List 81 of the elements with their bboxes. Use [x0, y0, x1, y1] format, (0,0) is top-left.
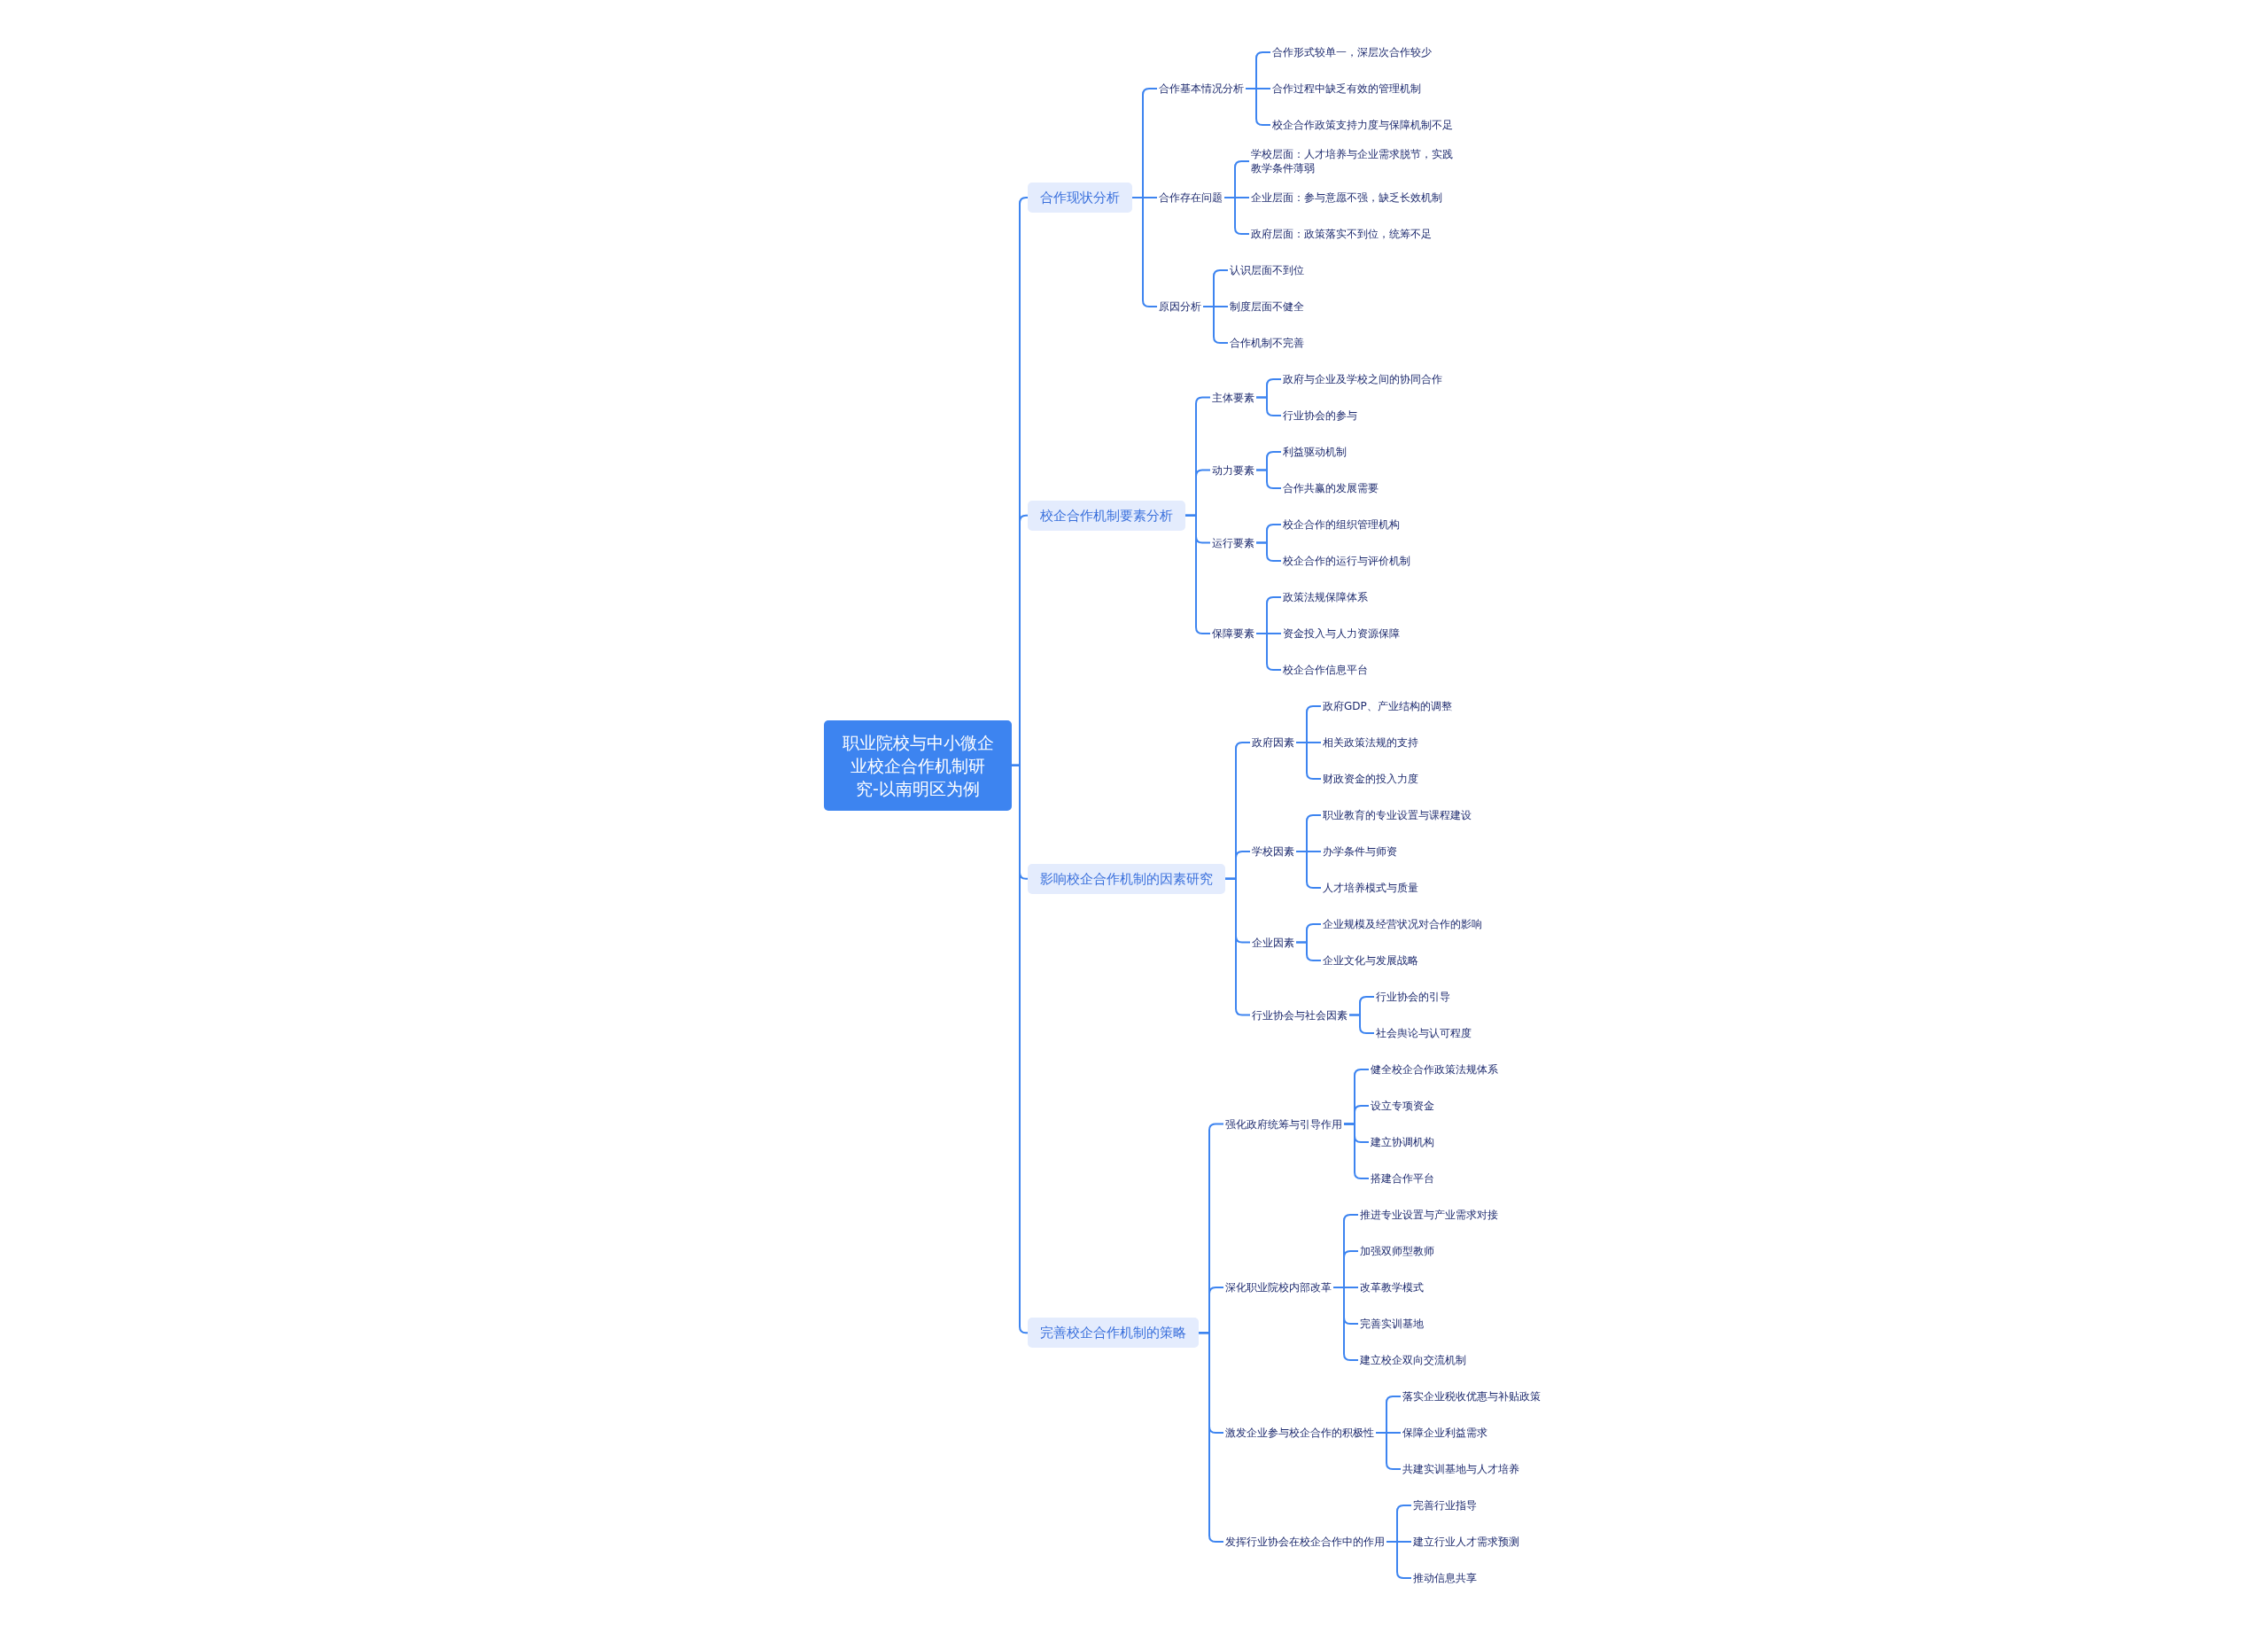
connector-line — [1348, 1014, 1375, 1034]
leaf-topic-label: 行业协会的引导 — [1374, 988, 1452, 1006]
leaf-topic-label: 合作形式较单一，深层次合作较少 — [1270, 43, 1433, 61]
leaf-topic-label: 改革教学模式 — [1358, 1279, 1425, 1296]
leaf-topic-label: 相关政策法规的支持 — [1321, 734, 1420, 751]
subtopic-label: 企业因素 — [1250, 933, 1296, 952]
subtopic-label: 合作基本情况分析 — [1157, 80, 1246, 97]
branch-topic-box: 完善校企合作机制的策略 — [1028, 1318, 1199, 1349]
leaf-topic-label: 共建实训基地与人才培养 — [1401, 1460, 1521, 1478]
leaf-topic-label: 搭建合作平台 — [1369, 1170, 1436, 1187]
connector-line — [1343, 1123, 1370, 1179]
leaf-topic-label: 推动信息共享 — [1411, 1569, 1479, 1587]
leaf-topic-label: 建立行业人才需求预测 — [1411, 1533, 1521, 1551]
connector-line — [1295, 851, 1322, 889]
leaf-topic-label: 财政资金的投入力度 — [1321, 770, 1420, 788]
leaf-topic-label: 政府GDP、产业结构的调整 — [1321, 697, 1454, 715]
leaf-topic-label: 健全校企合作政策法规体系 — [1369, 1061, 1500, 1078]
connector-line — [1131, 197, 1158, 307]
leaf-topic-label: 办学条件与师资 — [1321, 843, 1399, 860]
connector-line — [1255, 541, 1282, 562]
branch-topic-box: 校企合作机制要素分析 — [1028, 500, 1185, 531]
subtopic-label: 运行要素 — [1210, 533, 1256, 552]
leaf-topic-label: 推进专业设置与产业需求对接 — [1358, 1206, 1500, 1224]
leaf-topic-label: 政策法规保障体系 — [1281, 588, 1370, 606]
subtopic-label: 原因分析 — [1157, 298, 1203, 315]
root-topic-box: 职业院校与中小微企业校企合作机制研究-以南明区为例 — [824, 719, 1012, 811]
connector-line — [1295, 941, 1322, 961]
leaf-topic-label: 加强双师型教师 — [1358, 1242, 1436, 1260]
leaf-topic-label: 合作机制不完善 — [1228, 334, 1306, 352]
leaf-topic-label: 利益驱动机制 — [1281, 443, 1348, 461]
connector-line — [1255, 396, 1282, 416]
leaf-topic-label: 政府层面：政策落实不到位，统筹不足 — [1249, 225, 1433, 243]
subtopic-label: 激发企业参与校企合作的积极性 — [1223, 1424, 1376, 1442]
leaf-topic-label: 企业文化与发展战略 — [1321, 952, 1420, 969]
connector-line — [1223, 197, 1250, 235]
branch-topic-box: 影响校企合作机制的因素研究 — [1028, 863, 1225, 894]
leaf-topic-label: 资金投入与人力资源保障 — [1281, 625, 1402, 642]
leaf-topic-label: 合作过程中缺乏有效的管理机制 — [1270, 80, 1423, 97]
leaf-topic-label: 落实企业税收优惠与补贴政策 — [1401, 1388, 1542, 1405]
leaf-topic-label: 企业层面：参与意愿不强，缺乏长效机制 — [1249, 189, 1444, 206]
leaf-topic-label: 人才培养模式与质量 — [1321, 879, 1420, 897]
subtopic-label: 保障要素 — [1210, 625, 1256, 642]
leaf-topic-label: 校企合作的运行与评价机制 — [1281, 552, 1412, 570]
leaf-topic-label: 保障企业利益需求 — [1401, 1424, 1489, 1442]
leaf-topic-label: 完善实训基地 — [1358, 1315, 1425, 1333]
connector-line — [1332, 1287, 1359, 1361]
subtopic-label: 深化职业院校内部改革 — [1223, 1279, 1333, 1296]
leaf-topic-label: 校企合作的组织管理机构 — [1281, 516, 1402, 533]
leaf-topic-label: 设立专项资金 — [1369, 1097, 1436, 1115]
leaf-topic-label: 学校层面：人才培养与企业需求脱节，实践教学条件薄弱 — [1249, 145, 1455, 177]
leaf-topic-label: 社会舆论与认可程度 — [1374, 1024, 1473, 1042]
leaf-topic-label: 合作共赢的发展需要 — [1281, 479, 1380, 497]
subtopic-label: 强化政府统筹与引导作用 — [1223, 1115, 1344, 1133]
connector-line — [1375, 1432, 1402, 1470]
connector-line — [1295, 742, 1322, 780]
leaf-topic-label: 职业教育的专业设置与课程建设 — [1321, 806, 1473, 824]
subtopic-label: 动力要素 — [1210, 461, 1256, 479]
connector-line — [1255, 633, 1282, 671]
leaf-topic-label: 校企合作政策支持力度与保障机制不足 — [1270, 116, 1455, 134]
branch-topic-box: 合作现状分析 — [1028, 183, 1132, 213]
leaf-topic-label: 制度层面不健全 — [1228, 298, 1306, 315]
connector-line — [1202, 306, 1229, 344]
leaf-topic-label: 校企合作信息平台 — [1281, 661, 1370, 679]
leaf-topic-label: 完善行业指导 — [1411, 1497, 1479, 1514]
connector-line — [1245, 88, 1271, 126]
leaf-topic-label: 企业规模及经营状况对合作的影响 — [1321, 915, 1484, 933]
leaf-topic-label: 建立校企双向交流机制 — [1358, 1351, 1468, 1369]
connector-line — [1255, 469, 1282, 489]
connector-line — [1386, 1541, 1412, 1579]
subtopic-label: 发挥行业协会在校企合作中的作用 — [1223, 1533, 1386, 1551]
leaf-topic-label: 认识层面不到位 — [1228, 261, 1306, 279]
leaf-topic-label: 政府与企业及学校之间的协同合作 — [1281, 370, 1444, 388]
leaf-topic-label: 行业协会的参与 — [1281, 407, 1359, 424]
connector-line — [1184, 514, 1211, 634]
subtopic-label: 主体要素 — [1210, 388, 1256, 407]
subtopic-label: 学校因素 — [1250, 843, 1296, 860]
leaf-topic-label: 建立协调机构 — [1369, 1133, 1436, 1151]
connector-line — [1011, 764, 1029, 1334]
subtopic-label: 政府因素 — [1250, 734, 1296, 751]
subtopic-label: 合作存在问题 — [1157, 189, 1224, 206]
subtopic-label: 行业协会与社会因素 — [1250, 1006, 1349, 1024]
